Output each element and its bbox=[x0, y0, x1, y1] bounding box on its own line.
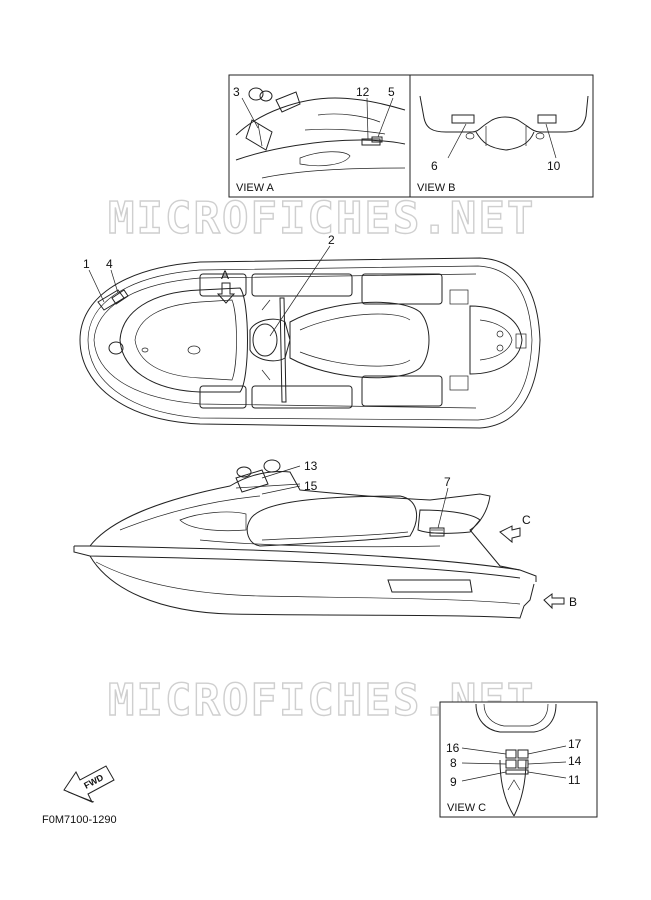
view-b-sketch bbox=[419, 95, 589, 151]
callout-10: 10 bbox=[547, 159, 561, 173]
view-a-label: VIEW A bbox=[236, 182, 275, 194]
marker-c: C bbox=[522, 513, 531, 527]
callout-16: 16 bbox=[446, 741, 460, 755]
callout-1: 1 bbox=[83, 257, 90, 271]
marker-b: B bbox=[569, 595, 577, 609]
watercraft-side-view bbox=[73, 459, 565, 619]
marker-a: A bbox=[221, 268, 229, 282]
watercraft-top-view bbox=[79, 257, 541, 429]
callout-17: 17 bbox=[568, 737, 582, 751]
label-5-patch bbox=[371, 136, 383, 143]
label-3-patch bbox=[245, 119, 273, 151]
callout-11: 11 bbox=[568, 773, 581, 787]
watermark-top: MICROFICHES.NET bbox=[108, 193, 535, 244]
view-c-label: VIEW C bbox=[447, 802, 486, 814]
label-15-area bbox=[235, 483, 301, 489]
fwd-arrow: FWD bbox=[63, 765, 115, 803]
callout-6: 6 bbox=[431, 159, 438, 173]
label-4-patch bbox=[111, 289, 129, 305]
view-a-sketch bbox=[235, 87, 406, 179]
label-6-patch bbox=[451, 114, 475, 124]
callout-2: 2 bbox=[328, 233, 335, 247]
callout-13: 13 bbox=[304, 459, 318, 473]
callout-3: 3 bbox=[233, 85, 240, 99]
callout-4: 4 bbox=[106, 257, 113, 271]
view-b-label: VIEW B bbox=[417, 182, 456, 194]
callout-5: 5 bbox=[388, 85, 395, 99]
label-1-patch bbox=[97, 289, 125, 311]
view-c-arrow bbox=[499, 525, 521, 544]
view-panel-frame bbox=[228, 74, 594, 198]
view-c-panel bbox=[439, 701, 598, 818]
label-7-patch bbox=[429, 527, 445, 537]
label-10-patch bbox=[537, 114, 557, 124]
callout-14: 14 bbox=[568, 754, 582, 768]
view-a-b-panel: 3 12 5 VIEW A 6 10 VIEW B bbox=[228, 74, 594, 198]
callout-12: 12 bbox=[356, 85, 370, 99]
figure-code: F0M7100-1290 bbox=[42, 814, 117, 826]
callout-15: 15 bbox=[304, 479, 318, 493]
view-a-arrow bbox=[216, 282, 236, 304]
callout-8: 8 bbox=[450, 756, 457, 770]
callout-9: 9 bbox=[450, 775, 457, 789]
view-b-arrow bbox=[543, 593, 565, 610]
callout-7: 7 bbox=[444, 475, 451, 489]
